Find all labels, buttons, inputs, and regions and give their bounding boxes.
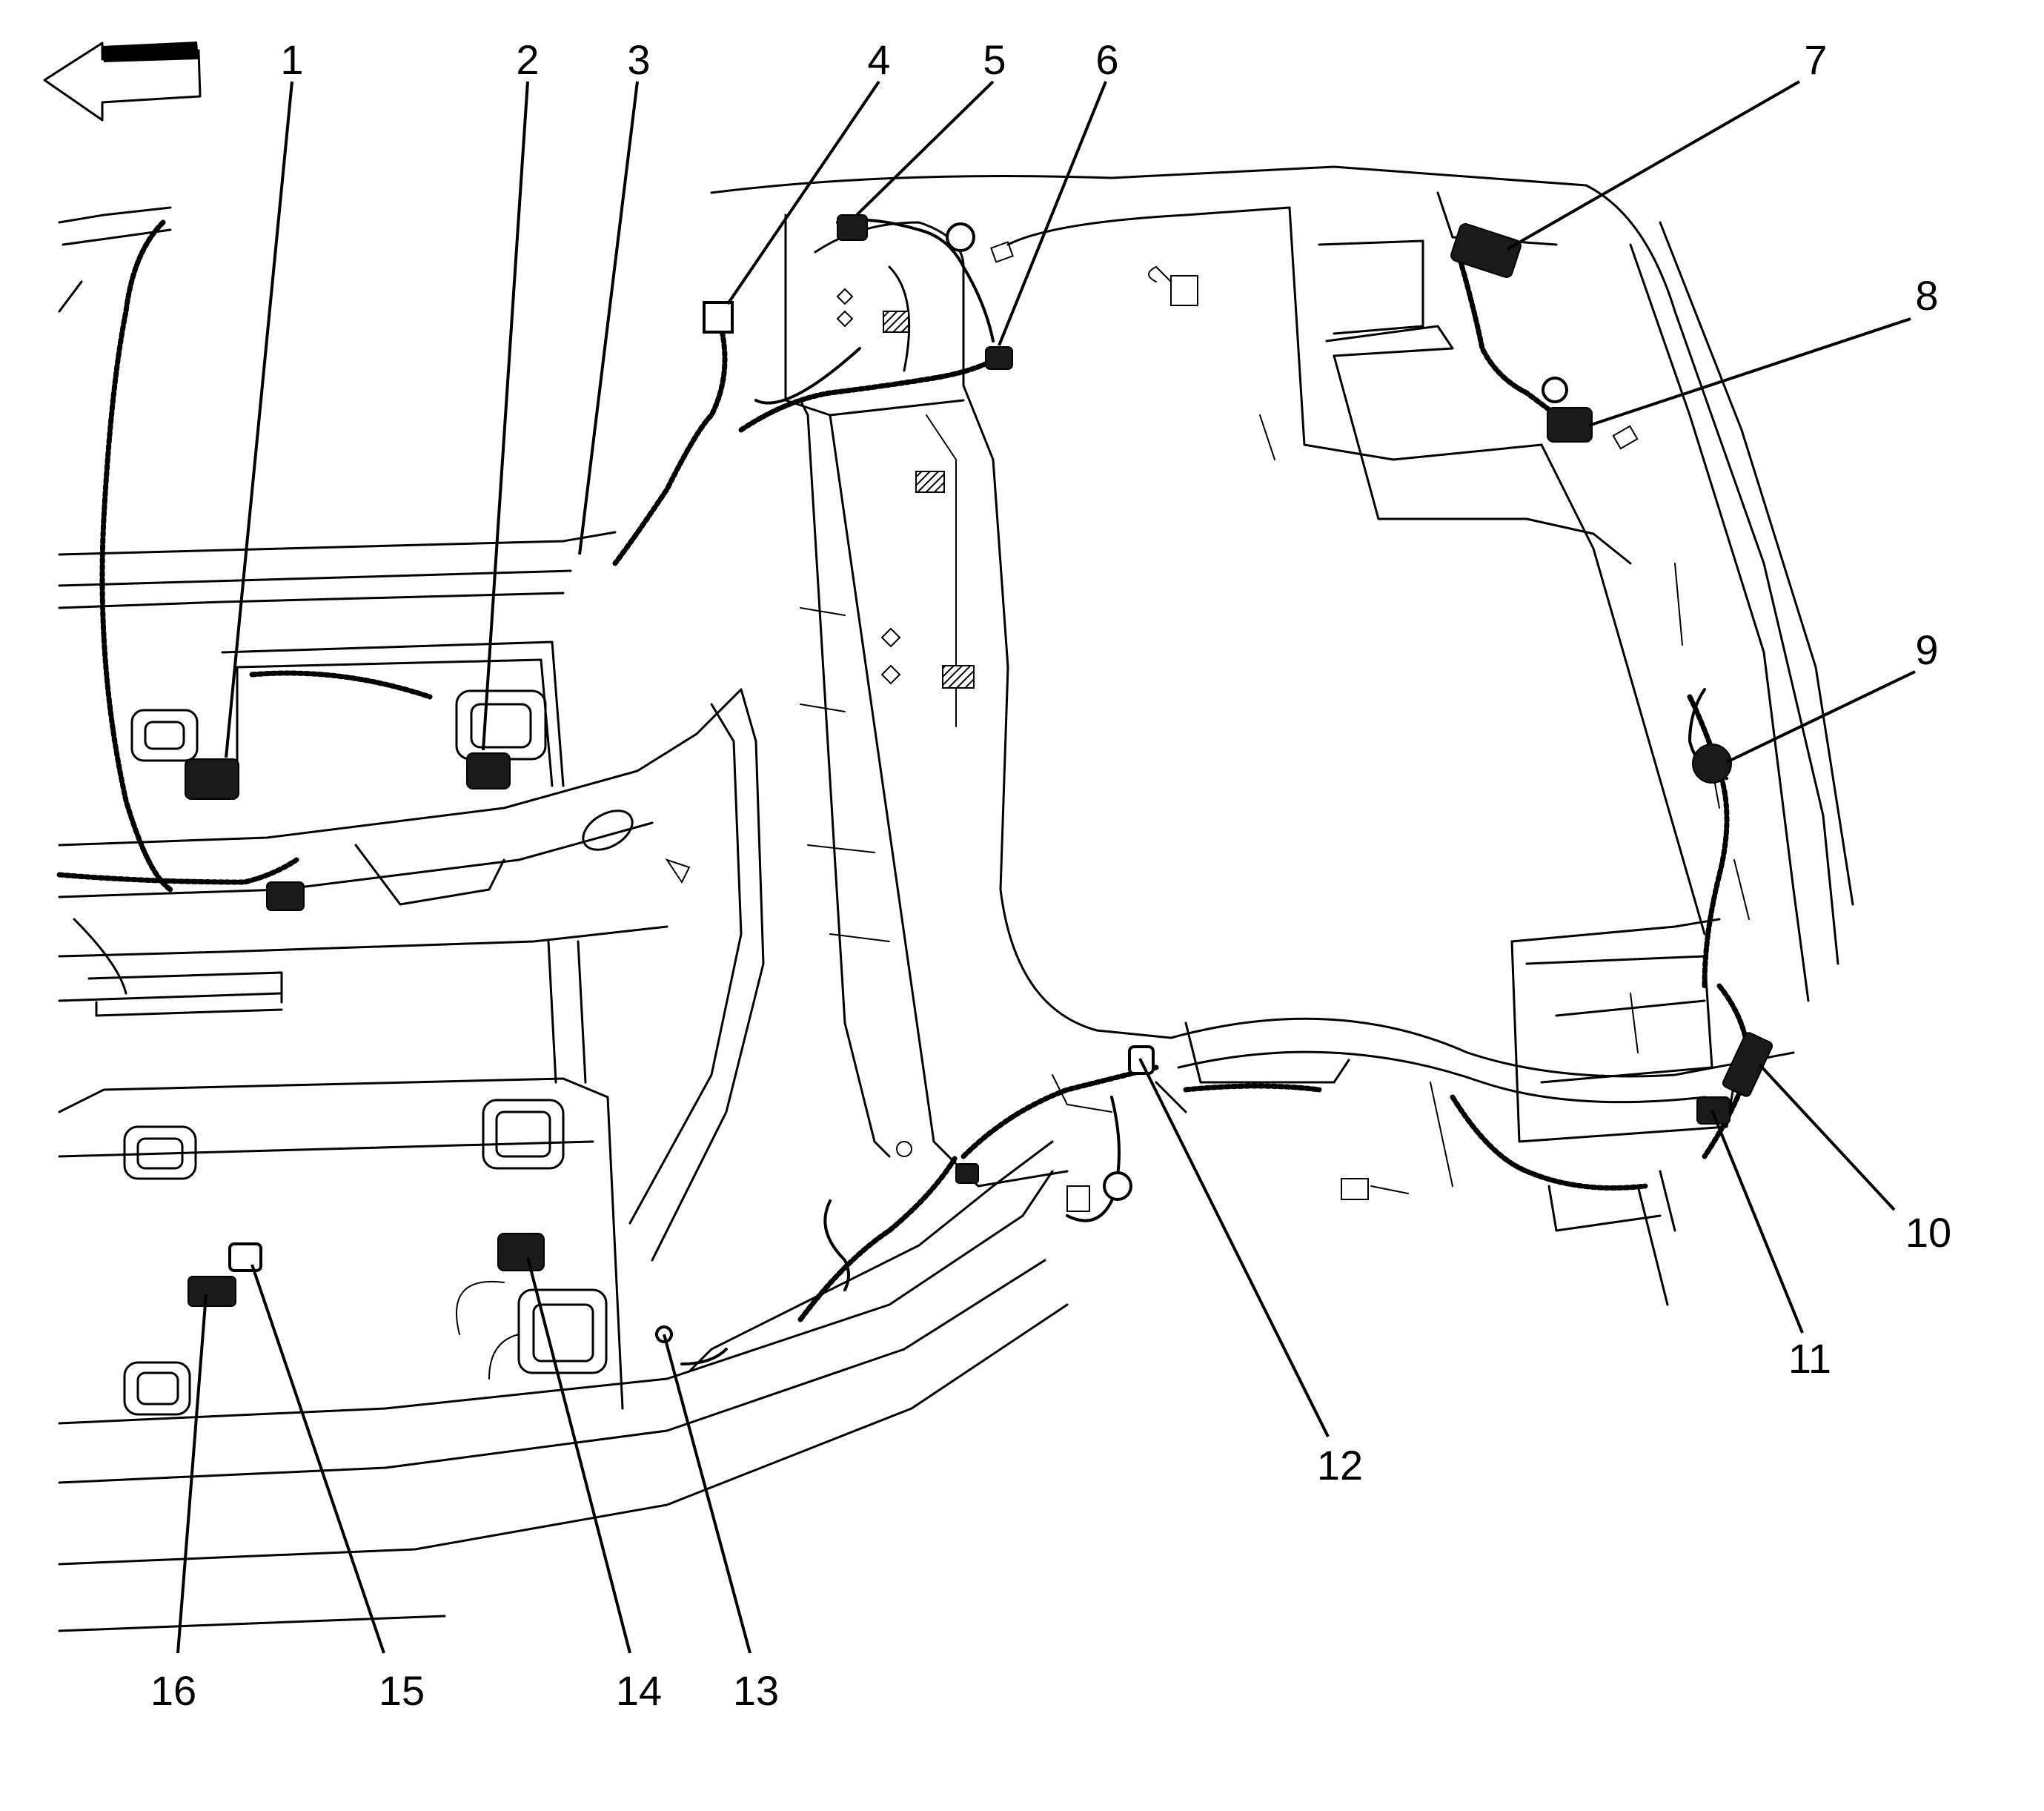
callout-9: 9: [1915, 626, 1938, 673]
connector-2: [466, 752, 511, 789]
connector-9: [1692, 744, 1732, 784]
callout-16: 16: [150, 1667, 196, 1714]
connector-16: [188, 1276, 236, 1307]
connector-1: [185, 758, 239, 800]
callout-6: 6: [1095, 36, 1118, 83]
floor-panel: [710, 165, 1854, 1306]
callout-7: 7: [1804, 36, 1827, 83]
left-body-panel: [58, 531, 1069, 1632]
connector-4: [703, 301, 734, 334]
callout-3: 3: [627, 36, 650, 83]
connectors: [185, 214, 1773, 1343]
callout-8: 8: [1915, 272, 1938, 319]
grommet-2: [1103, 1171, 1132, 1201]
callout-5: 5: [983, 36, 1006, 83]
callout-10: 10: [1905, 1209, 1951, 1256]
connector-8: [1547, 407, 1593, 443]
callout-13: 13: [733, 1667, 779, 1714]
callout-2: 2: [516, 36, 539, 83]
grommet-3: [1542, 377, 1568, 403]
left-pillar-harness: [56, 206, 433, 995]
callout-14: 14: [616, 1667, 662, 1714]
connector-misc-a: [266, 881, 305, 911]
callout-4: 4: [867, 36, 890, 83]
connector-7: [1450, 223, 1522, 278]
connector-5: [837, 214, 868, 241]
callout-11: 11: [1788, 1335, 1831, 1382]
callout-15: 15: [379, 1667, 425, 1714]
callout-12: 12: [1317, 1442, 1363, 1489]
callout-labels: 1 2 3 4 5 6 7 8 9 10 11 12 13 14 15 16: [150, 36, 1951, 1714]
connector-14: [497, 1233, 545, 1271]
connector-misc-b: [955, 1163, 979, 1184]
floor-harness: [612, 218, 1752, 1365]
grommet: [946, 222, 975, 252]
connector-10: [1722, 1032, 1773, 1097]
leader-lines: [176, 80, 1916, 1654]
connector-15: [228, 1242, 262, 1272]
callout-1: 1: [280, 36, 303, 83]
connector-6: [985, 346, 1013, 370]
arrow-left-icon: [43, 42, 202, 122]
